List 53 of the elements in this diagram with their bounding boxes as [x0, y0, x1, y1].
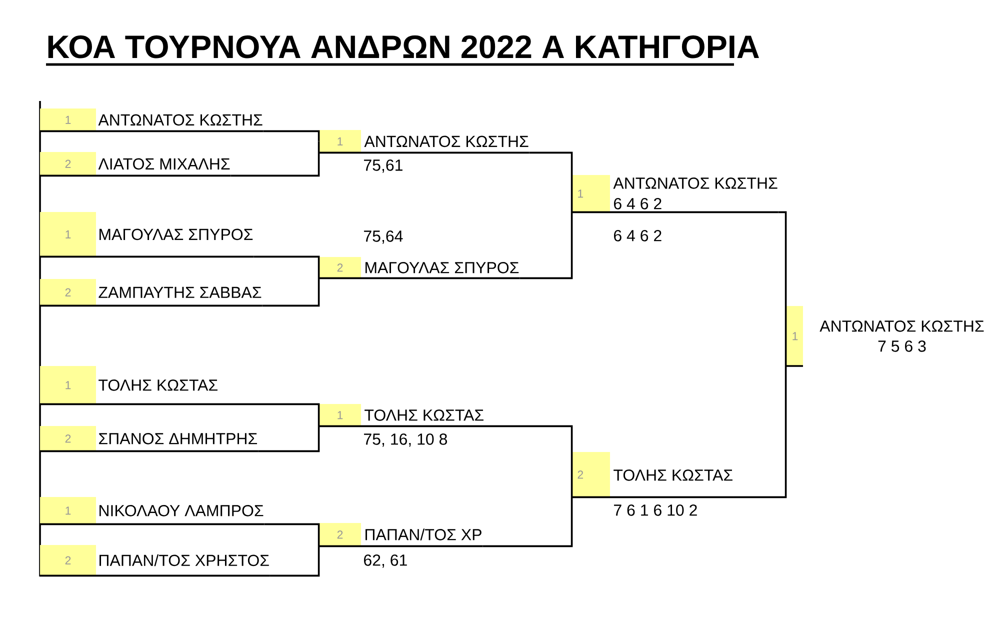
bracket-line — [258, 414, 320, 452]
bracket-line — [529, 152, 573, 194]
player-name: ΑΝΤΩΝΑΤΟΣ ΚΩΣΤΗΣ — [98, 114, 262, 126]
score-text: 6 4 6 2 — [614, 230, 662, 242]
seed-cell: 1 — [40, 366, 96, 404]
seed-cell: 1 — [319, 404, 361, 426]
player-name: ΑΝΤΩΝΑΤΟΣ ΚΩΣΤΗΣ — [613, 178, 778, 189]
seed-cell: 2 — [319, 256, 361, 278]
bracket-line — [263, 130, 320, 142]
player-name: ΑΝΤΩΝΑΤΟΣ ΚΩΣΤΗΣ — [364, 136, 528, 148]
score-text: 7 5 6 3 — [878, 340, 926, 352]
bracket-line — [778, 211, 787, 336]
seed-cell: 2 — [40, 544, 96, 576]
player-name: ΖΑΜΠΑΥΤΗΣ ΣΑΒΒΑΣ — [98, 286, 262, 298]
player-name: ΛΙΑΤΟΣ ΜΙΧΑΛΗΣ — [98, 158, 230, 170]
bracket-line — [230, 141, 320, 177]
player-name: ΤΟΛΗΣ ΚΩΣΤΑΣ — [98, 380, 218, 391]
seed-cell: 1 — [786, 306, 803, 366]
score-text: 62, 61 — [364, 554, 407, 568]
score-text: 75,61 — [364, 160, 402, 173]
player-name: ΤΟΛΗΣ ΚΩΣΤΑΣ — [614, 470, 732, 481]
player-name: ΠΑΠΑΝ/ΤΟΣ ΧΡΗΣΤΟΣ — [100, 554, 269, 566]
seed-cell: 2 — [572, 452, 610, 497]
player-name: ΤΟΛΗΣ ΚΩΣΤΑΣ — [364, 410, 484, 421]
score-text: 7 6 1 6 10 2 — [614, 504, 697, 516]
title: ΚΟΑ ΤΟΥΡΝΟΥΑ ΑΝΔΡΩΝ 2022 Α ΚΑΤΗΓΟΡΙΑ — [46, 35, 759, 66]
seed-cell: 2 — [319, 522, 361, 546]
player-name: ΣΠΑΝΟΣ ΔΗΜΗΤΡΗΣ — [99, 433, 257, 444]
bracket-line — [484, 425, 573, 474]
seed-cell: 1 — [319, 130, 361, 152]
seed-cell: 1 — [572, 174, 610, 212]
player-name: ΜΑΓΟΥΛΑΣ ΣΠΥΡΟΣ — [366, 262, 519, 274]
player-name: ΠΑΠΑΝ/ΤΟΣ ΧΡ — [366, 528, 482, 540]
bracket-line — [218, 403, 320, 415]
seed-cell: 2 — [40, 152, 96, 176]
player-name: ΝΙΚΟΛΑΟΥ ΛΑΜΠΡΟΣ — [100, 505, 264, 516]
bracket-line — [734, 336, 787, 498]
seed-cell: 1 — [40, 496, 96, 524]
bracket-line — [254, 256, 320, 268]
score-text: 75,64 — [364, 230, 403, 244]
bracket-line — [520, 194, 573, 280]
score-text: 75, 16, 10 8 — [364, 434, 447, 447]
seed-cell: 2 — [40, 278, 96, 306]
bracket-line — [264, 523, 320, 534]
player-name: ΜΑΓΟΥΛΑΣ ΣΠΥΡΟΣ — [100, 228, 253, 240]
bracket-line — [482, 474, 573, 548]
seed-cell: 2 — [40, 426, 96, 451]
score-text: 6 4 6 2 — [614, 198, 662, 210]
bracket-line — [262, 267, 320, 307]
seed-cell: 1 — [40, 212, 96, 256]
seed-cell: 1 — [40, 108, 96, 131]
bracket-line — [270, 534, 320, 577]
player-name: ΑΝΤΩΝΑΤΟΣ ΚΩΣΤΗΣ — [820, 320, 984, 332]
